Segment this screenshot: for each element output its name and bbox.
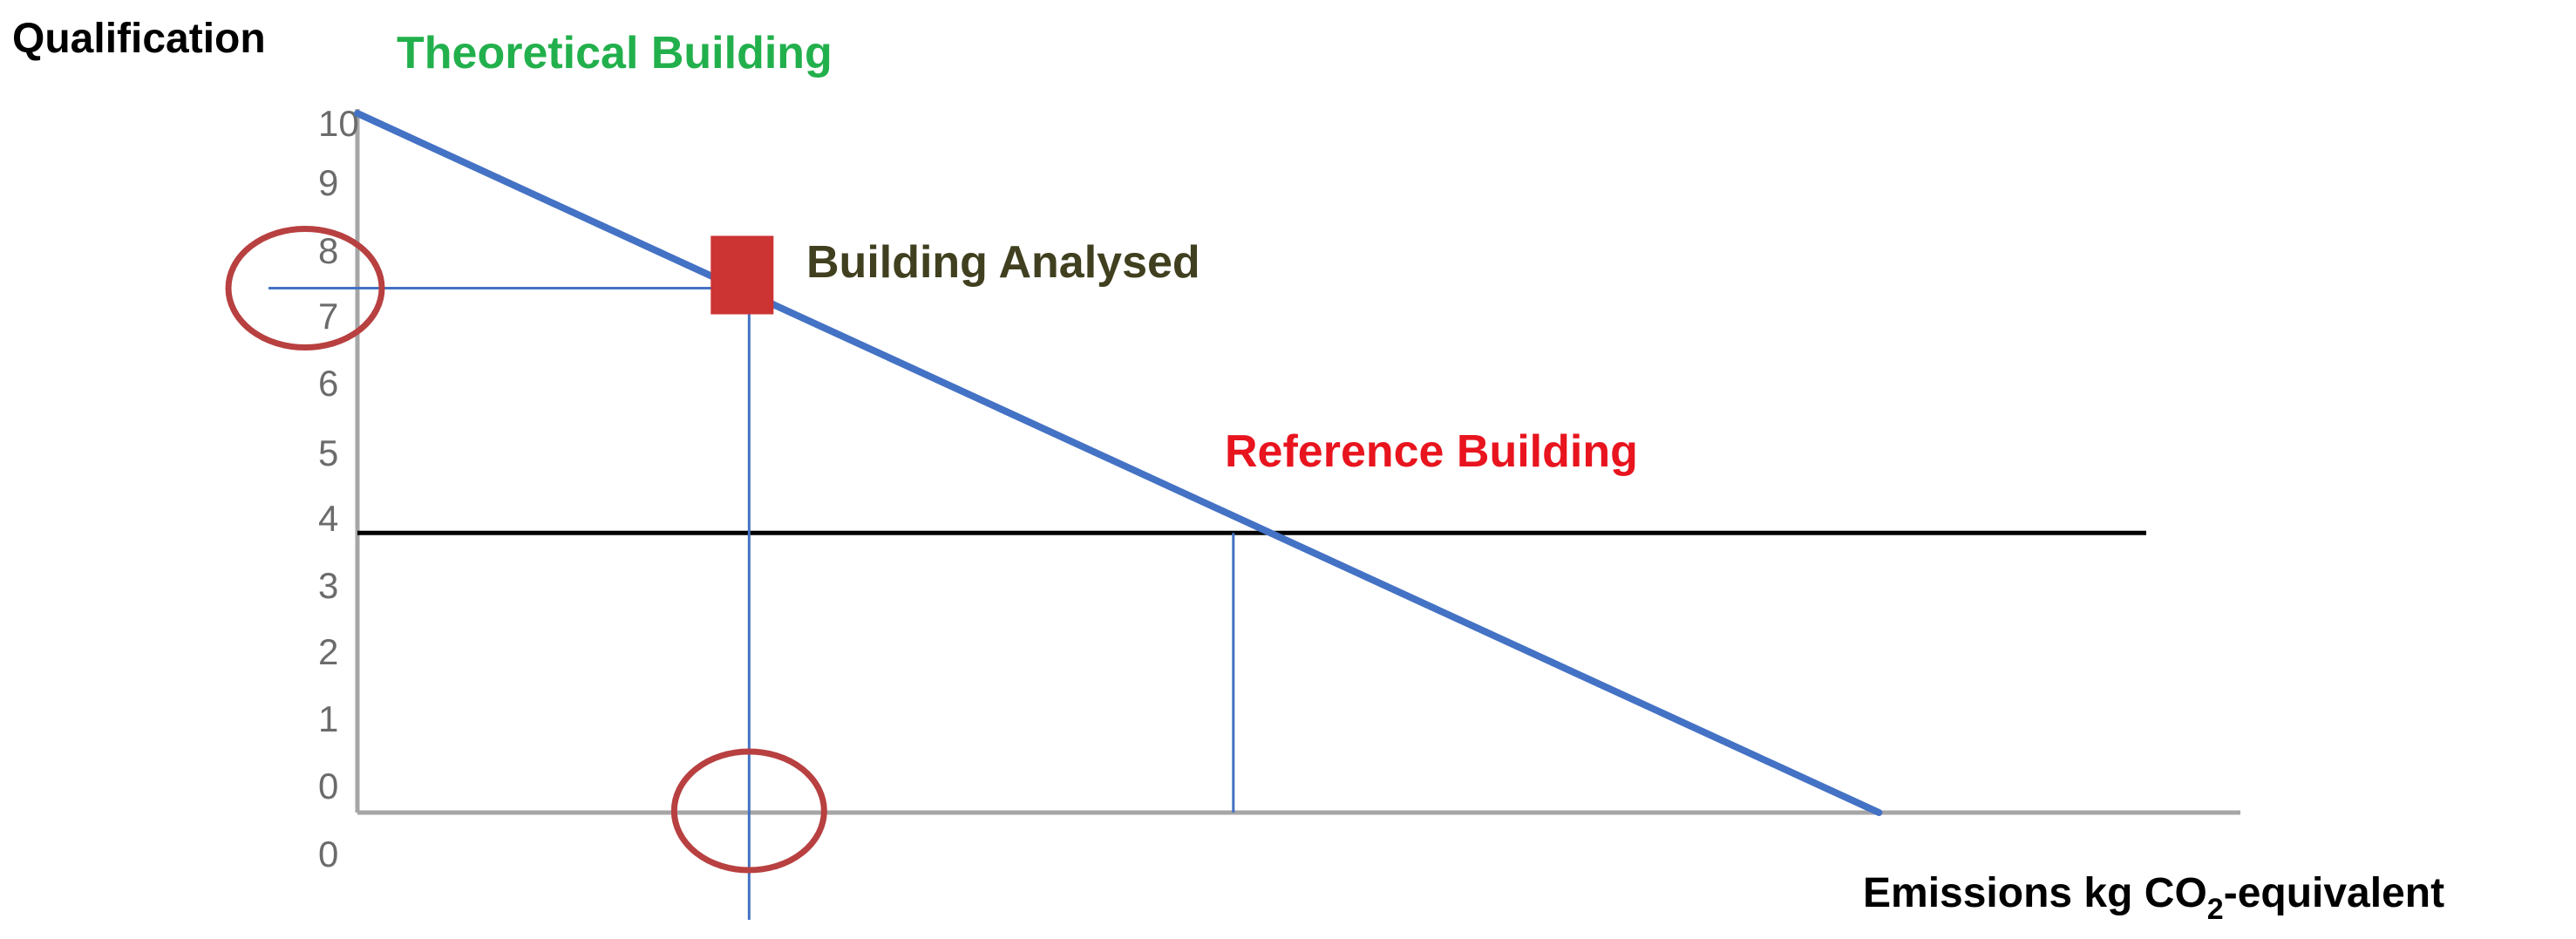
y-tick-label: 8 (318, 230, 338, 271)
y-axis-label: Qualification (12, 16, 266, 62)
y-tick-label: 7 (318, 296, 338, 337)
y-tick-label: 9 (318, 162, 338, 203)
y-tick-label: 10 (318, 103, 359, 144)
y-tick-label: 6 (318, 363, 338, 404)
x-axis-label: Emissions kg CO2-equivalent (1863, 870, 2444, 926)
y-tick-label: 4 (318, 498, 338, 539)
series-line (354, 110, 1883, 816)
building-analysed-label: Building Analysed (806, 237, 1200, 288)
y-tick-label: 0 (318, 834, 338, 874)
y-tick-label: 2 (318, 631, 338, 672)
y-tick-label: 5 (318, 432, 338, 473)
x-highlight-circle (670, 748, 827, 874)
y-highlight-circle (225, 226, 385, 350)
theoretical-building-label: Theoretical Building (397, 28, 833, 78)
y-tick-label: 0 (318, 765, 338, 806)
y-tick-label: 3 (318, 565, 338, 606)
reference-building-label: Reference Building (1225, 426, 1638, 477)
building-analysed-marker (710, 235, 774, 315)
y-tick-label: 1 (318, 698, 338, 739)
